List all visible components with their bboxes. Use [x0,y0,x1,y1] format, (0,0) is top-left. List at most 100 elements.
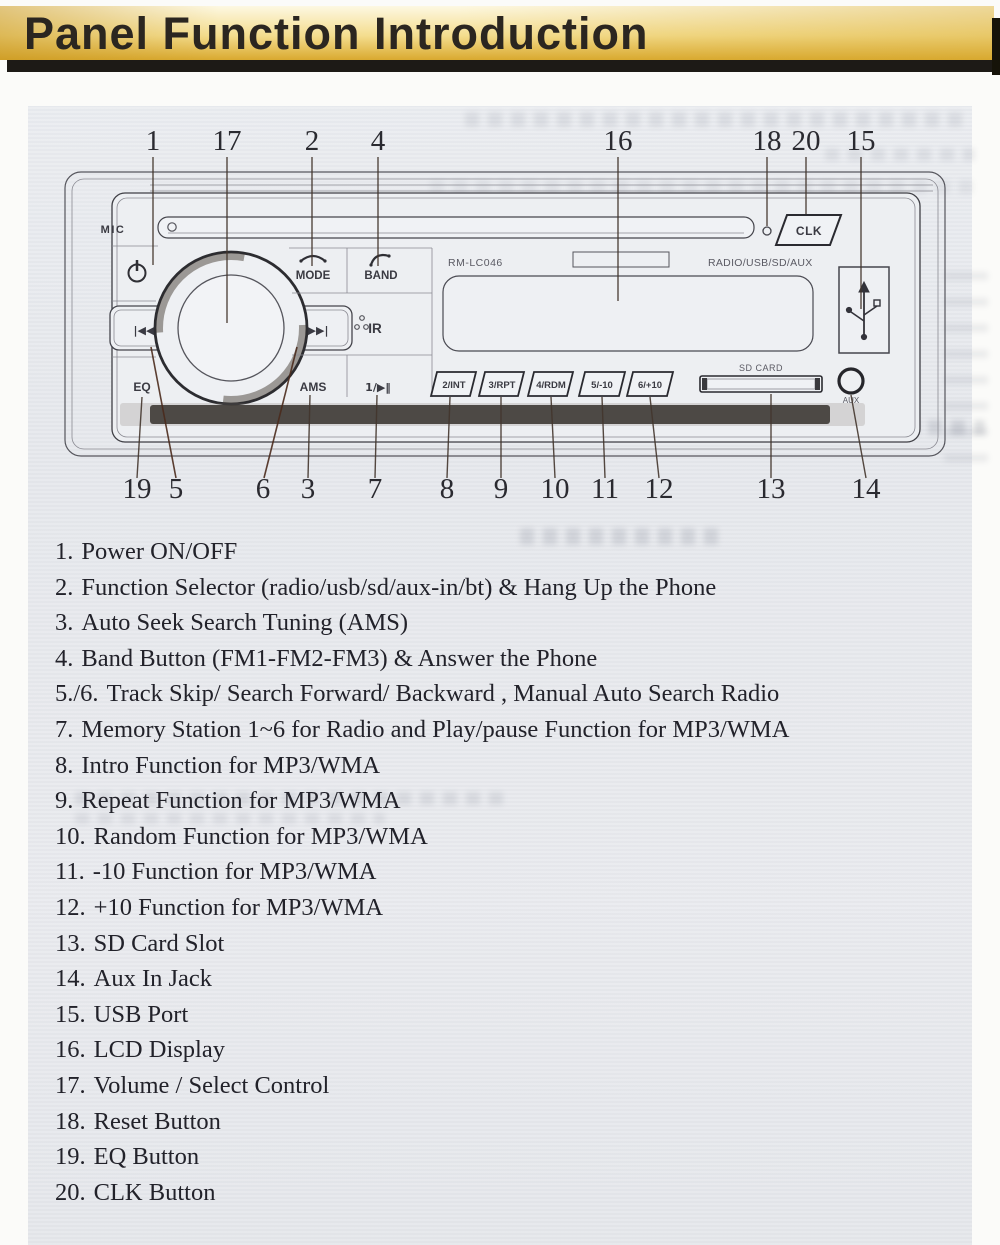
ir-label: IR [368,321,382,336]
play-pause-button-label: 1/▶‖ [365,381,391,394]
callout-number: 7 [368,473,383,505]
function-item: 19.EQ Button [55,1139,960,1175]
function-item: 9.Repeat Function for MP3/WMA [55,783,960,819]
bleed-artifact [944,272,988,462]
function-item: 16.LCD Display [55,1032,960,1068]
ir-dots-icon [363,324,369,330]
function-text: CLK Button [93,1178,216,1206]
ams-button-label: AMS [300,380,327,394]
minus10-button: 5/-10 [577,371,627,397]
callout-number: 19 [123,473,152,505]
function-number: 13. [55,929,86,957]
leader-3 [307,394,311,479]
function-text: Aux In Jack [93,965,213,993]
sd-card-slot: SD CARD [699,363,823,393]
random-button-label: 4/RDM [536,380,566,391]
bleed-artifact [75,792,505,805]
model-label: RM-LC046 [448,257,503,269]
clk-button-label: CLK [796,224,822,238]
function-item: 10.Random Function for MP3/WMA [55,819,960,855]
sleeve-outline [64,171,946,457]
function-text: Volume / Select Control [93,1071,330,1099]
usb-port [838,266,890,354]
mode-label: MODE [296,270,331,282]
callout-number: 14 [852,473,882,505]
leader-11 [601,396,606,479]
callout-number: 9 [494,473,509,505]
function-text: Power ON/OFF [81,538,238,565]
callout-number: 10 [541,473,570,505]
ir-receiver: IR [354,315,382,336]
function-number: 15. [55,1000,86,1028]
callout-number: 2 [305,125,320,157]
answer-phone-icon-dot [387,254,391,258]
leader-10 [550,396,556,479]
function-item: 12.+10 Function for MP3/WMA [55,890,960,926]
aux-jack-ring [837,367,865,395]
sleeve-inner-outline [71,178,939,450]
preset-buttons: 2/INT 3/RPT 4/RDM 5/-10 6/+10 [429,371,675,397]
bleed-artifact [520,528,725,545]
function-text: SD Card Slot [93,929,225,957]
callout-number: 6 [256,473,271,505]
function-text: +10 Function for MP3/WMA [93,893,384,921]
lcd-display [442,275,814,352]
slot-hole [167,222,177,232]
callout-number: 4 [371,125,386,157]
band-label: BAND [364,270,397,282]
usb-icon [845,280,881,341]
function-text: USB Port [93,1000,189,1028]
intro-button-label: 2/INT [442,380,465,391]
function-item: 2.Function Selector (radio/usb/sd/aux-in… [55,570,960,606]
function-item: 20.CLK Button [55,1175,960,1211]
function-number: 14. [55,965,86,993]
function-item: 1.Power ON/OFF [55,534,960,570]
function-number: 3. [55,609,74,637]
function-text: Intro Function for MP3/WMA [81,751,381,779]
header-underline-bar [7,60,1000,72]
power-button [127,260,147,283]
callout-number: 13 [757,473,786,505]
function-text: Random Function for MP3/WMA [93,822,428,850]
knob-inner [177,274,285,382]
function-number: 8. [55,751,74,779]
function-text: Function Selector (radio/usb/sd/aux-in/b… [81,573,717,601]
callout-number: 20 [792,125,821,157]
answer-phone-icon-dot [369,263,373,267]
source-caption: RADIO/USB/SD/AUX [708,257,813,269]
repeat-button: 3/RPT [477,371,526,397]
plus10-button: 6/+10 [625,371,675,397]
function-item: 13.SD Card Slot [55,926,960,962]
callout-number: 8 [440,473,455,505]
leader-14 [850,394,867,479]
prev-icon: |◀◀ [134,324,155,337]
callout-number: 18 [753,125,782,157]
header-gold-band: Panel Function Introduction [0,6,994,60]
bleed-artifact [465,112,965,127]
function-number: 2. [55,573,74,601]
callout-number: 15 [847,125,876,157]
minus10-button-label: 5/-10 [591,380,613,391]
leader-5 [150,346,177,479]
page-title: Panel Function Introduction [24,8,649,59]
function-number: 20. [55,1178,86,1206]
mode-button: MODE [296,254,331,282]
function-item: 5./6.Track Skip/ Search Forward/ Backwar… [55,676,960,712]
function-number: 17. [55,1071,86,1099]
hang-up-phone-icon [300,254,326,262]
knob-shading [156,253,306,403]
ir-dots-icon [359,315,365,321]
random-button: 4/RDM [526,371,575,397]
callout-number: 1 [146,125,161,157]
callout-number: 5 [169,473,184,505]
bleed-artifact [825,148,975,161]
bleed-artifact [430,180,975,194]
next-icon: ▶▶| [308,324,329,337]
function-text: EQ Button [93,1143,200,1171]
function-number: 5./6. [55,680,99,708]
function-text: Track Skip/ Search Forward/ Backward , M… [106,680,780,708]
function-text: -10 Function for MP3/WMA [92,858,377,886]
function-item: 7.Memory Station 1~6 for Radio and Play/… [55,712,960,748]
function-item: 4.Band Button (FM1-FM2-FM3) & Answer the… [55,641,960,677]
